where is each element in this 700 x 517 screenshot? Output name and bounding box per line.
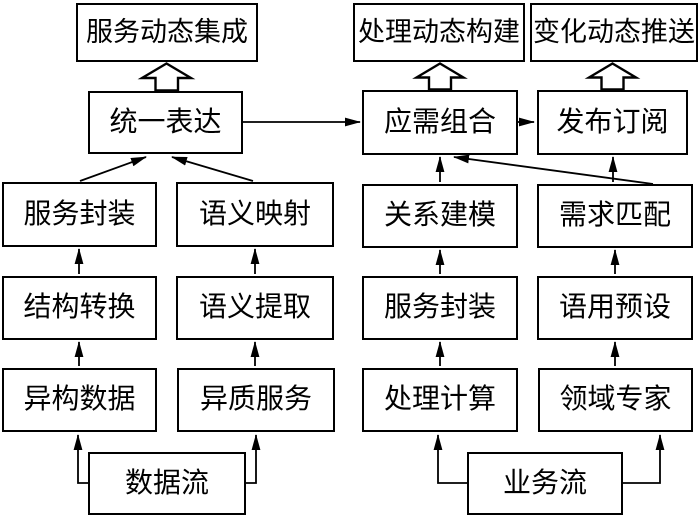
arrow-semantic-mapping-to-unified-expression (171, 156, 254, 182)
box-business-flow: 业务流 (467, 452, 623, 515)
box-semantic-mapping: 语义映射 (176, 182, 334, 247)
box-data-flow: 数据流 (88, 452, 246, 515)
box-structure-conversion: 结构转换 (2, 276, 157, 340)
arrow-service-encapsulation-to-unified-expression (79, 156, 147, 182)
arrow-requirement-matching-to-on-demand-composition (453, 154, 654, 185)
box-on-demand-composition: 应需组合 (362, 90, 518, 155)
box-service-encapsulation-left: 服务封装 (2, 182, 157, 247)
box-pragmatic-presupposition: 语用预设 (537, 276, 693, 340)
box-requirement-matching: 需求匹配 (537, 184, 693, 248)
box-service-dynamic-integration: 服务动态集成 (76, 3, 258, 62)
box-processing-computation: 处理计算 (362, 368, 518, 432)
box-relation-modeling: 关系建模 (362, 184, 518, 248)
arrow-data-flow-to-heterogeneous-data (73, 434, 88, 484)
arrow-business-flow-to-processing-computation (433, 434, 467, 484)
arrow-business-flow-to-domain-expert (623, 434, 665, 484)
box-heterogeneous-data: 异构数据 (2, 368, 157, 432)
box-semantic-extraction: 语义提取 (176, 276, 334, 340)
box-service-encapsulation-right: 服务封装 (362, 276, 518, 340)
arrow-data-flow-to-heterogeneous-service (246, 434, 261, 484)
block-arrow-on-demand-composition-to-process-dynamic-construction (412, 62, 468, 91)
box-heterogeneous-service: 异质服务 (177, 368, 335, 432)
box-unified-expression: 统一表达 (88, 91, 243, 154)
box-change-dynamic-push: 变化动态推送 (530, 3, 698, 62)
box-domain-expert: 领域专家 (538, 368, 693, 432)
block-arrow-publish-subscribe-to-change-dynamic-push (584, 62, 641, 91)
box-publish-subscribe: 发布订阅 (537, 90, 688, 155)
box-process-dynamic-construction: 处理动态构建 (353, 3, 525, 62)
block-arrow-unified-expression-to-service-dynamic-integration (137, 62, 196, 92)
